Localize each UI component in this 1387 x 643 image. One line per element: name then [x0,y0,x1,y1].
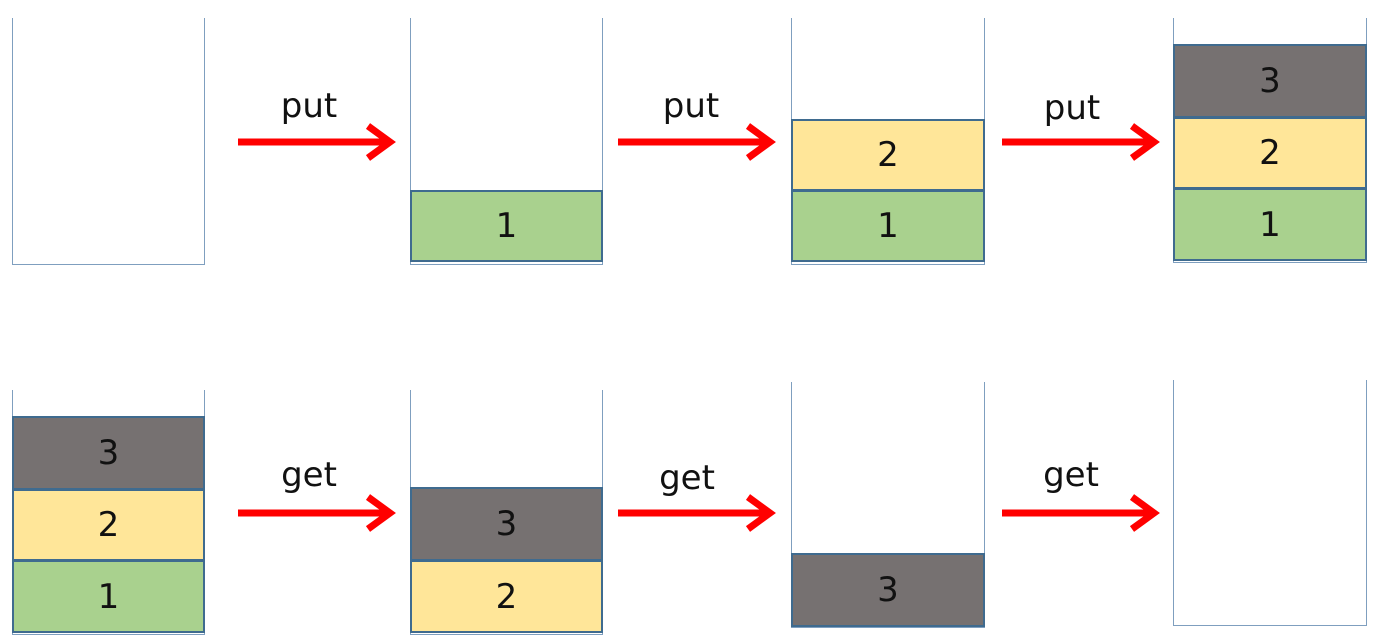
get-label: get [659,458,715,498]
stack-block: 2 [791,119,985,191]
stack-container-put-2: 1 2 [791,18,985,265]
put-label: put [280,86,338,126]
stack-container-get-1: 2 3 [410,390,603,635]
block-label: 3 [1259,61,1281,101]
get-label: get [1043,455,1099,495]
put-label: put [662,86,720,126]
arrow-icon [238,494,396,532]
stack-block: 1 [791,190,985,262]
stack-block: 3 [791,553,985,627]
block-label: 2 [97,505,120,545]
stack-container-put-0 [12,18,205,265]
stack-block: 3 [12,416,205,490]
block-label: 2 [877,135,899,175]
block-label: 3 [877,570,899,610]
get-label: get [281,455,337,495]
block-label: 1 [1259,204,1281,245]
stack-block: 3 [410,487,603,561]
stack-block: 2 [12,489,205,561]
block-label: 1 [877,206,899,246]
stack-container-get-2: 3 [791,382,985,628]
arrow-icon [618,494,776,532]
stack-container-put-1: 1 [410,18,603,265]
stack-container-get-3 [1173,380,1367,626]
stack-block: 1 [410,190,603,262]
stack-container-get-0: 1 2 3 [12,390,205,635]
stack-block: 3 [1173,44,1367,118]
block-label: 3 [495,504,518,544]
stack-container-put-3: 1 2 3 [1173,18,1367,263]
block-label: 2 [495,576,518,617]
stack-block: 2 [410,560,603,633]
stack-block: 1 [12,560,205,633]
block-label: 3 [97,433,120,473]
arrow-icon [1002,123,1160,161]
stack-block: 2 [1173,117,1367,189]
arrow-icon [1002,494,1160,532]
put-label: put [1043,88,1101,128]
arrow-icon [618,123,776,161]
block-label: 1 [97,576,120,617]
block-label: 2 [1259,133,1281,173]
stack-block: 1 [1173,188,1367,261]
arrow-icon [238,123,396,161]
block-label: 1 [495,206,518,246]
